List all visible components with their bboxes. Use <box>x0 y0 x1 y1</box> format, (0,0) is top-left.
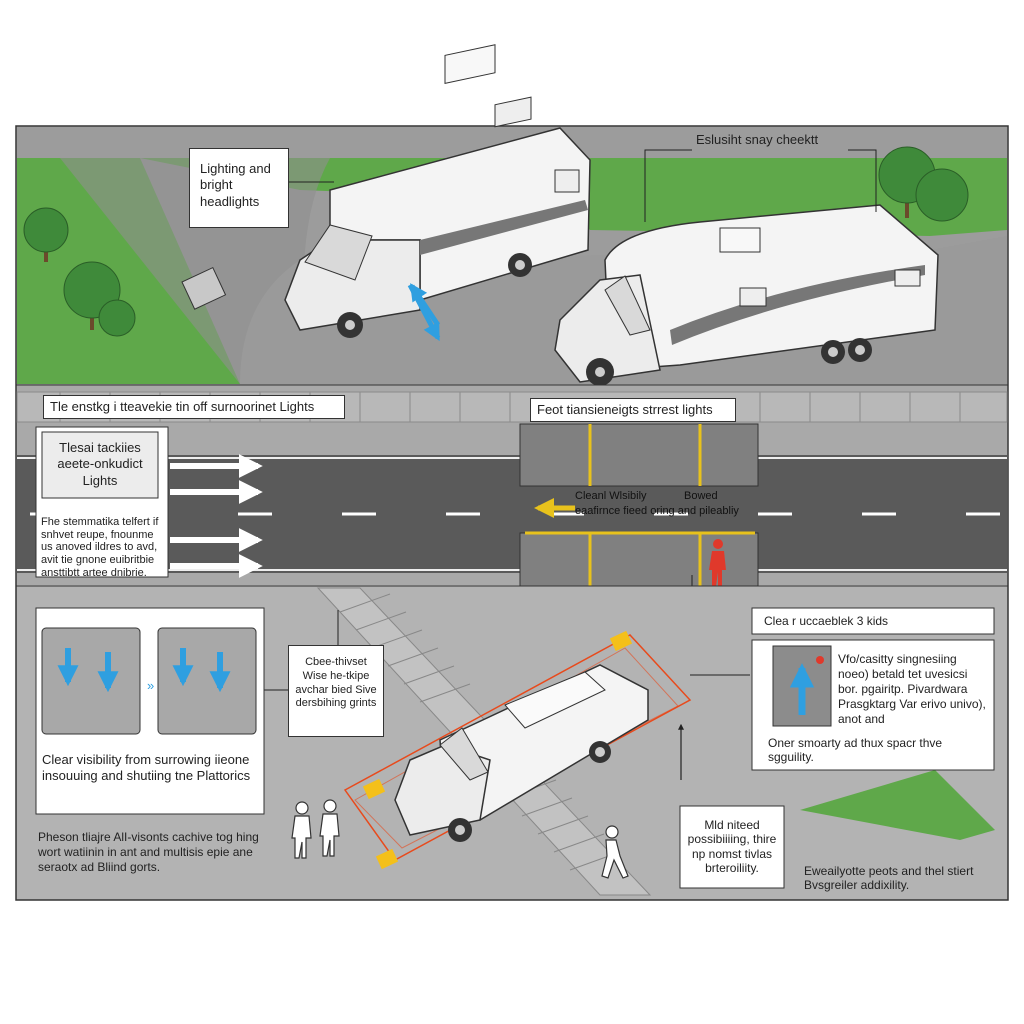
grass-right <box>800 770 995 840</box>
pedestrian-text: Pheson tliajre AlI-visonts cachive tog h… <box>38 830 259 874</box>
tackles-title: Tlesai tackiies aeete-onkudict Lights <box>57 440 143 488</box>
blind-zone <box>343 634 692 861</box>
visibility-surround-label: Clear visibility from surrowing iieone i… <box>42 752 251 784</box>
distance-label: eaafirnce fieed oring and pileabliy <box>575 505 739 517</box>
crosswalk-top <box>519 423 759 487</box>
rv-motorhome-icon <box>394 664 649 842</box>
red-pedestrian-icon <box>709 539 726 586</box>
bottom-right-text: Eweailyotte peots and thel stiert Bvsgre… <box>804 864 974 893</box>
callout-line <box>848 149 877 212</box>
visibility-lane-label: Cleanl Wlsibily <box>575 490 647 502</box>
signal-text: Oner smoarty ad thux spacr thve sgguilit… <box>768 736 943 765</box>
kids-header <box>751 607 995 635</box>
surrounding-label: Tle enstkg i tteavekie tin off surnoorin… <box>43 395 345 419</box>
bowed-label: Bowed <box>684 490 718 502</box>
zone-marker <box>362 630 633 870</box>
check-shift-box: Cbee-thivset Wise he-tkipe avchar bied S… <box>288 645 384 737</box>
mid-box <box>679 805 785 889</box>
tackles-body: Fhe stemmatika telfert if snhvet reupe, … <box>41 516 159 576</box>
kids-header-label: Clea r uccaeblek 3 kids <box>764 614 889 628</box>
arrow-icon <box>409 283 441 327</box>
rv-trailer-icon <box>554 204 939 386</box>
mid-text: Mld niteed possibiiiing, thire np nomst … <box>687 818 777 876</box>
person-icon <box>319 799 340 857</box>
grass-left <box>17 158 240 384</box>
road <box>17 455 1007 573</box>
svg-text:»: » <box>147 678 154 693</box>
callout-line <box>644 149 692 222</box>
rv-motorhome-icon <box>284 44 591 338</box>
street-lights-label: Feot tiansieneigts strrest lights <box>530 398 736 422</box>
marking-text: Vfo/casitty singnesiing noeo) betald tet… <box>838 652 986 726</box>
middle-panel <box>16 385 1008 675</box>
person-icon <box>291 801 312 859</box>
checklist-label: Eslusiht snay cheektt <box>696 132 819 147</box>
bottom-panel: » <box>17 586 1007 899</box>
top-panel <box>17 44 1007 386</box>
tree-icon <box>878 146 969 222</box>
lights-bright-label: Lighting and bright headlights <box>189 148 289 228</box>
bin-icon <box>181 266 227 310</box>
tree-icon <box>63 261 136 337</box>
tree-icon <box>23 207 69 262</box>
walking-person-icon <box>601 825 629 879</box>
